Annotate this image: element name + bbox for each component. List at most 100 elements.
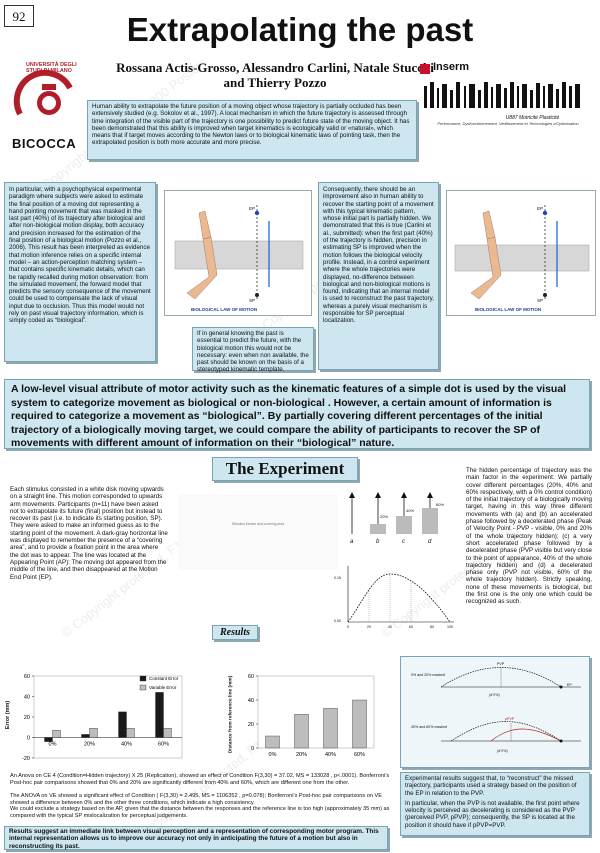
distance-chart-ytick-label-3: 60 <box>248 674 254 680</box>
error-chart-legend-swatch-1 <box>139 684 147 691</box>
velocity-plot: 0.15 0.00 0 20 40 60 80 100 <box>334 560 460 634</box>
arm-motion-figure-2 <box>454 205 590 301</box>
poster-title: Extrapolating the past <box>126 11 474 48</box>
diagram-note-1: (d'V%) <box>489 693 500 697</box>
results-heading: Results <box>212 625 258 640</box>
diagram-pvp-b-label: pPVP <box>505 717 515 721</box>
inserm-wordmark: Inserm <box>433 61 470 73</box>
poster-number: 92 <box>4 5 34 27</box>
error-chart-bar-constant-1 <box>81 734 90 738</box>
middle-text-box: If in general knowing the past is essent… <box>192 327 314 373</box>
figure-2-ep-label: EP <box>537 206 544 211</box>
error-chart-ytick-label-0: -20 <box>22 756 30 762</box>
velocity-xtick-0: 0 <box>347 625 349 629</box>
distance-chart-category-label-0: 0% <box>269 752 277 758</box>
distance-chart-category-label-2: 40% <box>325 752 336 758</box>
anova-text-1: An Anova on CE 4 (Condition=Hidden traje… <box>10 773 390 786</box>
figure-2-sp-label: SP <box>537 298 544 303</box>
error-chart-bar-variable-3 <box>163 728 172 738</box>
distance-chart-ytick-label-2: 40 <box>248 698 254 704</box>
experiment-text: Each stimulus consisted in a white disk … <box>10 486 168 581</box>
error-chart-ytick-label-3: 40 <box>24 695 30 701</box>
error-chart-bar-variable-1 <box>89 728 98 738</box>
experiment-right-text: The hidden percentage of trajectory was … <box>466 467 592 606</box>
error-chart-bar-constant-0 <box>44 737 53 742</box>
error-chart-bar-variable-2 <box>126 728 135 738</box>
error-chart-ytick-label-4: 60 <box>24 674 30 680</box>
error-chart-bar-constant-3 <box>155 692 164 738</box>
error-chart-ytick-label-2: 20 <box>24 715 30 721</box>
velocity-ytick-top: 0.15 <box>334 576 341 580</box>
distance-chart-ylabel: Distance from reference line (mm) <box>228 675 234 754</box>
figure-2-caption: BIOLOGICAL LAW OF MOTION <box>475 307 542 312</box>
error-chart-bar-constant-2 <box>118 711 127 738</box>
error-chart-bar-variable-0 <box>52 730 61 738</box>
university-seal-icon <box>13 69 73 116</box>
hidden-trajectory-panels: a b c d 20% 40% 60% <box>340 490 460 552</box>
diagram-label-bottom: 40% and 60% masked <box>411 725 447 729</box>
experimental-results-box: Experimental results suggest that, to “r… <box>400 772 590 836</box>
distance-chart-bar-3 <box>352 699 367 749</box>
distance-chart-category-label-1: 20% <box>296 752 307 758</box>
velocity-xtick-80: 80 <box>430 625 434 629</box>
distance-chart-ytick-label-1: 20 <box>248 722 254 728</box>
distance-chart-bar-0 <box>265 735 280 749</box>
distance-chart-bar-2 <box>323 708 338 749</box>
pvp-diagram: 0% and 20% masked 40% and 60% masked PVP… <box>400 656 590 768</box>
panel-label-d: d <box>428 539 432 545</box>
distance-chart-ytick-label-0: 0 <box>251 746 254 752</box>
panel-percent-60: 60% <box>436 502 445 507</box>
university-arc-text: UNIVERSITÀ DEGLI STUDI DI MILANO <box>26 62 77 74</box>
panel-label-c: c <box>402 539 405 545</box>
panel-label-b: b <box>376 539 380 545</box>
figure-1: EP SP BIOLOGICAL LAW OF MOTION <box>164 190 312 316</box>
experiment-heading: The Experiment <box>212 457 358 481</box>
anova-text-2: The ANOVA on VE showed a significant eff… <box>10 793 382 806</box>
distance-chart-category-label-3: 60% <box>354 752 365 758</box>
inserm-subtitle: Performance, Dysfonctionnement, Vieillis… <box>437 121 579 126</box>
distance-chart: Distance from reference line (mm) 0 20 40 6… <box>228 668 382 768</box>
error-chart-category-label-0: 0% <box>49 742 57 748</box>
velocity-xtick-20: 20 <box>367 625 371 629</box>
figure-1-sp-label: SP <box>249 298 256 303</box>
error-chart-ytick-label-1: 0 <box>27 736 30 742</box>
error-chart-ylabel: Error (mm) <box>5 700 12 730</box>
diagram-ep-label: EP <box>567 683 572 687</box>
inserm-unit: U887 Motricité Plasticité <box>505 115 560 121</box>
intro-box: Human ability to extrapolate the future … <box>87 100 417 160</box>
inserm-logo-icon <box>420 64 580 108</box>
velocity-ytick-bottom: 0.00 <box>334 619 341 623</box>
error-chart-legend-label-0: Constant Error <box>149 676 179 681</box>
experimental-results-text-2: In particular, when the PVP is not avail… <box>405 799 580 829</box>
panel-label-a: a <box>350 539 354 545</box>
highlight-box: A low-level visual attribute of motor ac… <box>4 379 590 449</box>
stimulus-figure: Stimulus frames and covering area <box>178 494 338 570</box>
distance-chart-bar-1 <box>294 714 309 749</box>
anova-text-3: We could exclude a strategy based on the… <box>10 806 390 819</box>
arm-motion-figure-1 <box>174 205 304 301</box>
velocity-xtick-40: 40 <box>388 625 392 629</box>
figure-1-ep-label: EP <box>249 206 256 211</box>
distance-chart-svg: 0 20 40 60 0% 20% 40% 60% <box>248 674 375 758</box>
authors: Rossana Actis-Grosso, Alessandro Carlini… <box>116 60 434 90</box>
experimental-results-text: Experimental results suggest that, to “r… <box>405 775 577 797</box>
right-text-box: Consequently, there should be an improve… <box>318 182 439 370</box>
figure-2: EP SP BIOLOGICAL LAW OF MOTION <box>446 190 596 316</box>
velocity-xtick-100: 100 <box>447 625 453 629</box>
error-chart-category-label-1: 20% <box>84 742 95 748</box>
figure-1-caption: BIOLOGICAL LAW OF MOTION <box>191 307 258 312</box>
stimulus-caption: Stimulus frames and covering area <box>231 522 285 526</box>
university-name: BICOCCA <box>12 136 77 151</box>
error-chart-legend-swatch-0 <box>139 675 147 682</box>
error-chart-category-label-2: 40% <box>121 742 132 748</box>
results-summary: Results suggest an immediate link betwee… <box>4 826 388 850</box>
diagram-label-top: 0% and 20% masked <box>411 673 445 677</box>
inserm-logo: Inserm <box>420 61 592 124</box>
diagram-pvp-label: PVP <box>497 662 505 666</box>
panel-percent-40: 40% <box>406 508 415 513</box>
university-logo: UNIVERSITÀ DEGLI STUDI DI MILANO BICOCCA <box>6 58 84 154</box>
left-text-box: In particular, with a psychophysical exp… <box>4 182 156 362</box>
error-chart-legend-label-1: Variable Error <box>149 685 177 690</box>
